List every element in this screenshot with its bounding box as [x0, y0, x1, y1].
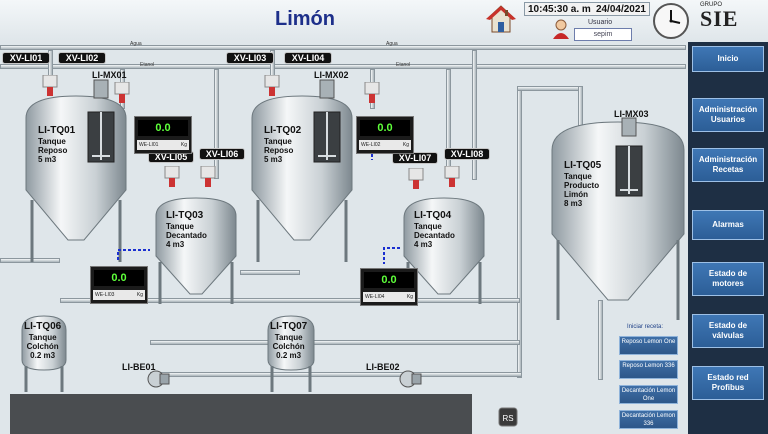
nav-alarmas-button[interactable]: Alarmas — [692, 210, 764, 240]
valve-actuator-icon[interactable] — [198, 166, 218, 188]
nav-estado-motores-button[interactable]: Estado de motores — [692, 262, 764, 296]
valve-xv-li02[interactable]: XV-LI02 — [58, 52, 106, 64]
pump-be02-label: LI-BE02 — [366, 362, 400, 372]
valve-actuator-icon[interactable] — [262, 75, 282, 97]
mixer-mx02-label[interactable]: LI-MX02 — [314, 70, 349, 80]
water-label-1: Agua — [130, 41, 142, 47]
recipe-reposo-lemon-336-button[interactable]: Reposo Lemon 336 — [619, 360, 678, 379]
drain-pipe-left — [0, 258, 60, 263]
user-label: Usuario — [588, 19, 613, 26]
valve-actuator-icon[interactable] — [162, 166, 182, 188]
recipe-decantacion-lemon-one-button[interactable]: Decantación Lemon One — [619, 385, 678, 404]
nav-inicio-button[interactable]: Inicio — [692, 46, 764, 72]
ethanol-pipe-top — [0, 64, 686, 69]
ethanol-label-2: Etanol — [396, 62, 411, 68]
water-pipe-top — [0, 45, 686, 50]
recipe-decantacion-lemon-336-button[interactable]: Decantación Lemon 336 — [619, 410, 678, 429]
pipe-drop — [472, 50, 477, 180]
valve-xv-li06[interactable]: XV-LI06 — [199, 148, 245, 160]
time-text: 10:45:30 a. m — [528, 3, 591, 15]
valve-xv-li01[interactable]: XV-LI01 — [2, 52, 50, 64]
valve-xv-li03[interactable]: XV-LI03 — [226, 52, 274, 64]
nav-admin-recetas-button[interactable]: Administración Recetas — [692, 148, 764, 182]
recipe-reposo-lemon-one-button[interactable]: Reposo Lemon One — [619, 336, 678, 355]
valve-actuator-icon[interactable] — [112, 82, 132, 104]
pump-be02-icon[interactable] — [398, 368, 422, 390]
company-logo: GRUPO SIE — [700, 2, 739, 31]
drain-pipe-mid — [240, 270, 300, 275]
return-pipe — [150, 340, 520, 345]
manifold-pipe — [60, 298, 520, 303]
ethanol-label-1: Etanol — [140, 62, 155, 68]
valve-actuator-icon[interactable] — [406, 168, 426, 190]
nav-estado-profibus-button[interactable]: Estado red Profibus — [692, 366, 764, 400]
svg-text:RS: RS — [502, 414, 513, 423]
valve-xv-li08[interactable]: XV-LI08 — [444, 148, 490, 160]
scale-value: 0.0 — [364, 272, 414, 288]
valve-xv-li04[interactable]: XV-LI04 — [284, 52, 332, 64]
clock-icon — [653, 3, 689, 39]
home-icon[interactable] — [486, 4, 516, 34]
valve-actuator-icon[interactable] — [40, 75, 60, 97]
pipe-drop — [214, 69, 219, 179]
reset-icon[interactable]: RS — [498, 407, 518, 427]
user-avatar-icon[interactable] — [552, 19, 570, 39]
page-title: Limón — [275, 8, 335, 30]
mixer-mx01-label[interactable]: LI-MX01 — [92, 70, 127, 80]
date-text: 24/04/2021 — [595, 3, 646, 15]
recipe-title: Iniciar receta: — [627, 324, 664, 330]
tq05-outlet-pipe — [598, 300, 603, 380]
mixer-mx03-label[interactable]: LI-MX03 — [614, 109, 649, 119]
valve-xv-li07[interactable]: XV-LI07 — [392, 152, 438, 164]
valve-actuator-icon[interactable] — [442, 166, 462, 188]
nav-admin-usuarios-button[interactable]: Administración Usuarios — [692, 98, 764, 132]
nav-estado-valvulas-button[interactable]: Estado de válvulas — [692, 314, 764, 348]
side-nav: Inicio Administración Usuarios Administr… — [688, 42, 768, 434]
valve-actuator-icon[interactable] — [362, 82, 382, 104]
user-field[interactable]: sepim — [574, 28, 632, 41]
scale-value: 0.0 — [94, 270, 144, 286]
scale-value: 0.0 — [360, 120, 410, 136]
water-label-2: Agua — [386, 41, 398, 47]
datetime-display: 10:45:30 a. m 24/04/2021 — [524, 2, 650, 16]
pump-be01-label: LI-BE01 — [122, 362, 156, 372]
process-diagram — [10, 79, 685, 434]
pump-be01-icon[interactable] — [146, 368, 170, 390]
scale-value: 0.0 — [138, 120, 188, 136]
